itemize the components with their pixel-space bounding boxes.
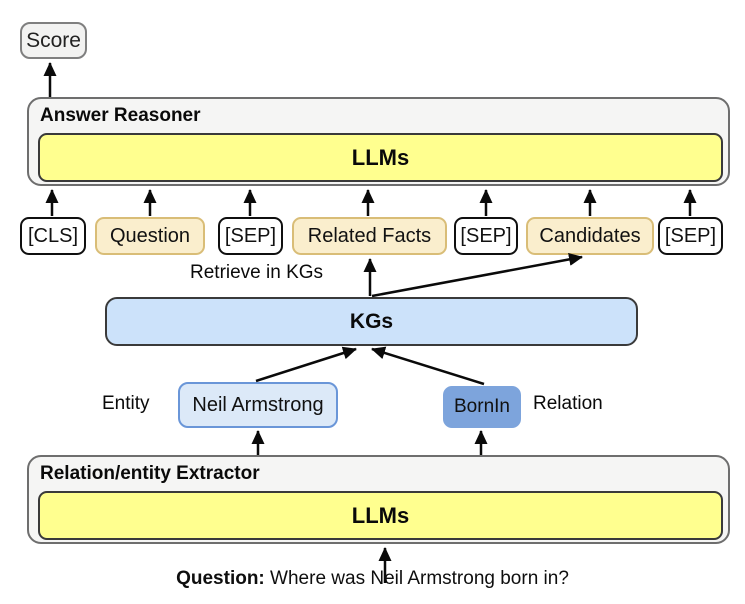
answer-reasoner-title: Answer Reasoner (40, 105, 201, 126)
arrow-kgs-to-candidates (371, 252, 583, 298)
token-sep-3: [SEP] (658, 217, 723, 255)
llm-label-top: LLMs (351, 144, 410, 170)
token-related-facts-label: Related Facts (307, 224, 432, 247)
relation-side-label: Relation (533, 393, 603, 414)
question-body: Where was Neil Armstrong born in? (270, 568, 569, 589)
question-prefix: Question: (176, 568, 265, 589)
entity-side-label: Entity (102, 393, 150, 414)
token-candidates-label: Candidates (539, 224, 641, 247)
token-sep-3-label: [SEP] (664, 224, 717, 247)
question-text: Question: Where was Neil Armstrong born … (0, 568, 745, 590)
token-cls-label: [CLS] (27, 224, 79, 247)
token-question: Question (95, 217, 205, 255)
answer-reasoner-container: Answer Reasoner LLMs (27, 97, 730, 186)
relation-value: BornIn (454, 396, 510, 417)
extractor-container: Relation/entity Extractor LLMs (27, 455, 730, 544)
kgs-label: KGs (349, 309, 394, 333)
token-sep-2: [SEP] (454, 217, 518, 255)
arrow-entity-to-kgs (255, 346, 357, 383)
token-sep-1-label: [SEP] (224, 224, 277, 247)
extractor-title: Relation/entity Extractor (40, 463, 260, 484)
answer-reasoner-llm-box: LLMs (38, 133, 723, 182)
token-sep-1: [SEP] (218, 217, 283, 255)
entity-box: Neil Armstrong (178, 382, 338, 428)
arrow-relation-to-kgs (371, 346, 485, 386)
score-label: Score (26, 28, 81, 52)
score-box: Score (20, 22, 87, 59)
token-related-facts: Related Facts (292, 217, 447, 255)
token-candidates: Candidates (526, 217, 654, 255)
llm-label-bottom: LLMs (351, 502, 410, 528)
token-cls: [CLS] (20, 217, 86, 255)
kgs-box: KGs (105, 297, 638, 346)
extractor-llm-box: LLMs (38, 491, 723, 540)
relation-box: BornIn (443, 386, 521, 428)
token-question-label: Question (109, 224, 191, 247)
retrieve-in-kgs-label: Retrieve in KGs (190, 262, 324, 283)
token-sep-2-label: [SEP] (460, 224, 512, 247)
entity-value: Neil Armstrong (192, 393, 324, 416)
